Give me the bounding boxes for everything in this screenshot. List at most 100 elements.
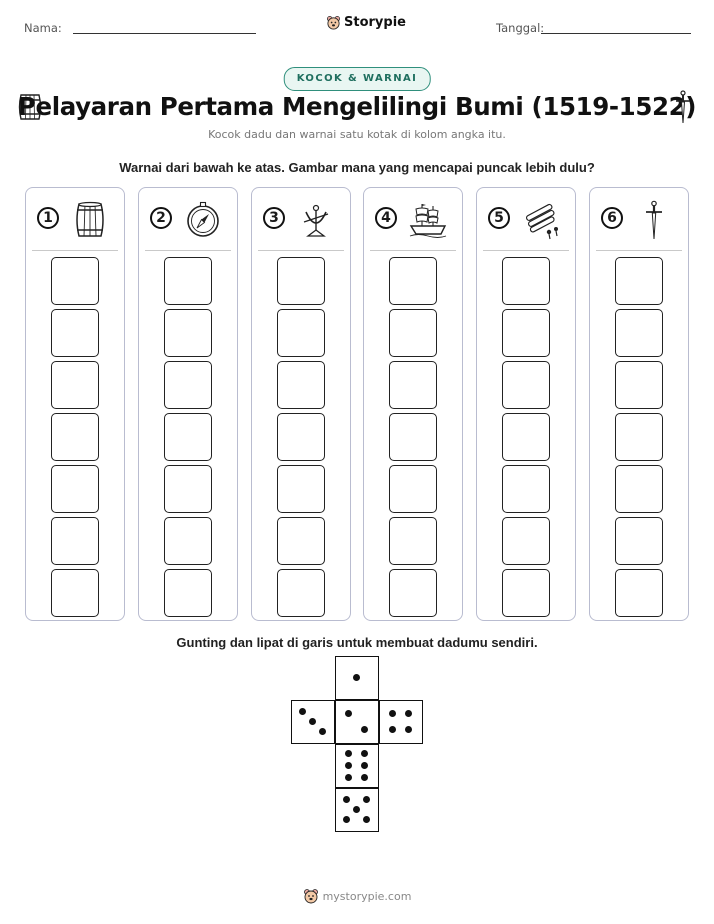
- color-box[interactable]: [277, 413, 325, 461]
- barrel-icon: [18, 94, 42, 120]
- brand-logo: Storypie: [326, 15, 406, 30]
- column-number: 6: [601, 207, 623, 229]
- column-divider: [596, 250, 682, 251]
- date-line[interactable]: [541, 33, 691, 34]
- color-box[interactable]: [502, 309, 550, 357]
- column-header: 5: [477, 188, 575, 248]
- footer: mystorypie.com: [0, 888, 714, 904]
- color-box[interactable]: [502, 517, 550, 565]
- die-pip: [342, 816, 350, 824]
- column-number: 4: [375, 207, 397, 229]
- column-number: 2: [150, 207, 172, 229]
- color-box[interactable]: [615, 361, 663, 409]
- color-box[interactable]: [389, 309, 437, 357]
- die-pip: [405, 726, 413, 734]
- die-pip: [361, 726, 369, 734]
- color-box[interactable]: [51, 517, 99, 565]
- column-header: 6: [590, 188, 688, 248]
- column-1: 1: [25, 187, 125, 621]
- color-box[interactable]: [277, 361, 325, 409]
- column-divider: [370, 250, 456, 251]
- color-box[interactable]: [389, 517, 437, 565]
- color-box[interactable]: [615, 517, 663, 565]
- color-box[interactable]: [615, 569, 663, 617]
- coloring-instruction: Warnai dari bawah ke atas. Gambar mana y…: [119, 160, 595, 175]
- color-box[interactable]: [164, 517, 212, 565]
- color-box[interactable]: [615, 257, 663, 305]
- color-box[interactable]: [615, 465, 663, 513]
- brand-name: Storypie: [344, 15, 406, 30]
- color-box[interactable]: [502, 413, 550, 461]
- die-pip: [388, 726, 396, 734]
- activity-badge: KOCOK & WARNAI: [283, 67, 431, 91]
- die-pip: [388, 709, 396, 717]
- column-5: 5: [476, 187, 576, 621]
- die-face-4: [379, 700, 423, 744]
- die-pip: [363, 816, 371, 824]
- die-face-5: [335, 788, 379, 832]
- color-box[interactable]: [615, 413, 663, 461]
- compass-icon: [187, 201, 219, 237]
- page-subtitle: Kocok dadu dan warnai satu kotak di kolo…: [208, 128, 506, 141]
- column-4: 4: [363, 187, 463, 621]
- color-box[interactable]: [277, 257, 325, 305]
- bear-logo-icon: [327, 16, 340, 30]
- color-box[interactable]: [164, 413, 212, 461]
- die-pip: [361, 749, 369, 757]
- page-title: Pelayaran Pertama Mengelilingi Bumi (151…: [17, 92, 697, 121]
- die-pip: [309, 718, 316, 725]
- color-box[interactable]: [164, 465, 212, 513]
- color-box[interactable]: [164, 257, 212, 305]
- color-box[interactable]: [51, 569, 99, 617]
- name-label: Nama:: [24, 21, 62, 35]
- footer-url[interactable]: mystorypie.com: [322, 889, 412, 903]
- column-header: 4: [364, 188, 462, 248]
- column-2: 2: [138, 187, 238, 621]
- date-label: Tanggal:: [496, 21, 545, 35]
- color-box[interactable]: [277, 569, 325, 617]
- color-box[interactable]: [164, 361, 212, 409]
- die-pip: [298, 707, 306, 715]
- column-3: 3: [251, 187, 351, 621]
- cinnamon-cloves-icon: [525, 203, 558, 240]
- color-box[interactable]: [277, 517, 325, 565]
- column-number: 1: [37, 207, 59, 229]
- color-box[interactable]: [389, 465, 437, 513]
- color-box[interactable]: [502, 569, 550, 617]
- column-header: 1: [26, 188, 124, 248]
- barrel-icon: [76, 201, 104, 237]
- color-box[interactable]: [389, 569, 437, 617]
- color-box[interactable]: [389, 257, 437, 305]
- color-box[interactable]: [51, 465, 99, 513]
- column-header: 3: [252, 188, 350, 248]
- name-line[interactable]: [73, 33, 256, 34]
- column-divider: [145, 250, 231, 251]
- sword-icon: [646, 200, 662, 240]
- color-box[interactable]: [389, 361, 437, 409]
- color-box[interactable]: [277, 309, 325, 357]
- die-pip: [344, 709, 352, 717]
- sword-icon: [676, 90, 690, 124]
- color-box[interactable]: [502, 257, 550, 305]
- die-pip: [353, 674, 360, 681]
- die-pip: [361, 774, 369, 782]
- color-box[interactable]: [164, 309, 212, 357]
- color-box[interactable]: [502, 361, 550, 409]
- die-pip: [344, 749, 352, 757]
- color-box[interactable]: [502, 465, 550, 513]
- color-box[interactable]: [615, 309, 663, 357]
- cut-instruction: Gunting dan lipat di garis untuk membuat…: [176, 635, 538, 650]
- die-pip: [361, 762, 369, 769]
- column-divider: [32, 250, 118, 251]
- column-divider: [483, 250, 569, 251]
- color-box[interactable]: [51, 361, 99, 409]
- color-box[interactable]: [389, 413, 437, 461]
- color-box[interactable]: [51, 257, 99, 305]
- color-box[interactable]: [277, 465, 325, 513]
- column-6: 6: [589, 187, 689, 621]
- color-box[interactable]: [164, 569, 212, 617]
- die-pip: [342, 795, 350, 803]
- color-box[interactable]: [51, 413, 99, 461]
- die-pip: [353, 806, 360, 813]
- color-box[interactable]: [51, 309, 99, 357]
